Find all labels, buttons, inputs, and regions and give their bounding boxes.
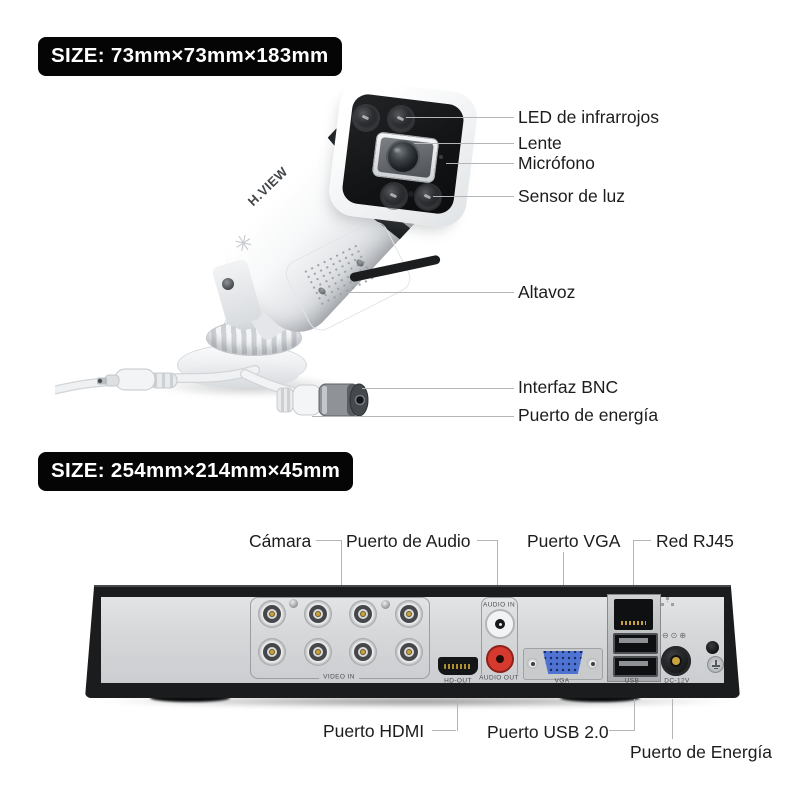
- bnc-port: [258, 638, 286, 666]
- video-in-label: VIDEO IN: [319, 673, 359, 681]
- microphone-hole: [439, 155, 443, 159]
- usb-port-2: [613, 656, 658, 677]
- hdmi-pins: [444, 664, 472, 669]
- leader-line: [433, 196, 514, 198]
- power-connector: [97, 368, 178, 391]
- ground-screw: [707, 656, 724, 673]
- network-icon: [666, 597, 669, 600]
- leader-line: [312, 416, 514, 418]
- label-microphone: Micrófono: [518, 153, 595, 173]
- leader-line: [316, 540, 342, 542]
- leader-line: [633, 540, 651, 542]
- dc-pin: [672, 657, 680, 665]
- leader-line: [406, 117, 514, 119]
- dvr-label-power: Puerto de Energía: [630, 742, 773, 762]
- vga-connector: [543, 651, 583, 674]
- ir-led-icon: [382, 184, 406, 208]
- light-sensor-dot: [408, 191, 414, 197]
- vga-label: VGA: [554, 677, 570, 685]
- rj45-notch: [625, 625, 642, 630]
- label-lens: Lente: [518, 133, 562, 153]
- ir-led-icon: [354, 106, 378, 130]
- leader-line: [341, 540, 343, 602]
- hd-out-label: HD-OUT: [444, 677, 472, 685]
- rj45-port: [614, 599, 653, 630]
- leader-line: [634, 699, 636, 731]
- panel-screw: [381, 600, 390, 609]
- vga-screw: [527, 658, 538, 669]
- polarity-mark: ⊖⊙⊕: [661, 631, 689, 640]
- ir-led-icon: [389, 107, 413, 131]
- dvr-label-vga: Puerto VGA: [527, 531, 621, 551]
- leader-line: [457, 698, 459, 731]
- dvr-label-audio: Puerto de Audio: [346, 531, 471, 551]
- leader-line: [633, 540, 635, 595]
- dc-label: DC-12V: [664, 677, 690, 685]
- label-ir-led: LED de infrarrojos: [518, 107, 660, 127]
- audio-in-jack: [485, 609, 515, 639]
- leader-line: [432, 730, 456, 732]
- audio-in-label: AUDIO IN: [482, 601, 516, 609]
- camera-size-badge: SIZE: 73mm×73mm×183mm: [38, 37, 342, 76]
- bnc-port: [304, 638, 332, 666]
- usb-port-1: [613, 633, 658, 654]
- leader-line: [497, 540, 499, 597]
- leader-line: [672, 699, 674, 739]
- bnc-port: [349, 638, 377, 666]
- label-light-sensor: Sensor de luz: [518, 186, 626, 206]
- bnc-port: [395, 600, 423, 628]
- bnc-port: [349, 600, 377, 628]
- leader-line: [346, 292, 514, 294]
- dvr-foot: [150, 694, 230, 702]
- dc-power-jack: [661, 646, 691, 676]
- vga-port: [523, 648, 603, 680]
- dvr-foot: [560, 694, 640, 702]
- mount-screw: [222, 278, 234, 290]
- hdmi-port: [438, 657, 478, 675]
- bnc-port: [304, 600, 332, 628]
- usb-label: USB: [624, 677, 640, 685]
- label-speaker: Altavoz: [518, 282, 576, 302]
- leader-line: [609, 730, 635, 732]
- audio-out-jack: [486, 645, 514, 673]
- network-usb-block: [607, 594, 661, 682]
- dvr-label-hdmi: Puerto HDMI: [323, 721, 425, 741]
- rj45-pins: [621, 621, 646, 625]
- dvr-size-badge: SIZE: 254mm×214mm×45mm: [38, 452, 354, 491]
- leader-line: [446, 163, 514, 165]
- dvr-label-camera: Cámara: [249, 531, 312, 551]
- leader-line: [362, 388, 514, 390]
- bnc-connector: [276, 383, 369, 417]
- vga-screw: [587, 658, 598, 669]
- panel-screw: [289, 599, 298, 608]
- lens-highlight: [394, 148, 400, 152]
- camera-cables: [55, 365, 369, 417]
- bnc-port: [395, 638, 423, 666]
- dvr-label-network: Red RJ45: [656, 531, 734, 551]
- label-power: Puerto de energía: [518, 405, 659, 425]
- camera-lens: [388, 142, 418, 172]
- audio-out-label: AUDIO OUT: [477, 674, 521, 682]
- dvr-label-usb: Puerto USB 2.0: [487, 722, 609, 742]
- reset-knob: [706, 641, 719, 654]
- bnc-port: [258, 600, 286, 628]
- leader-line: [477, 540, 498, 542]
- label-bnc: Interfaz BNC: [518, 377, 619, 397]
- leader-line: [414, 143, 514, 145]
